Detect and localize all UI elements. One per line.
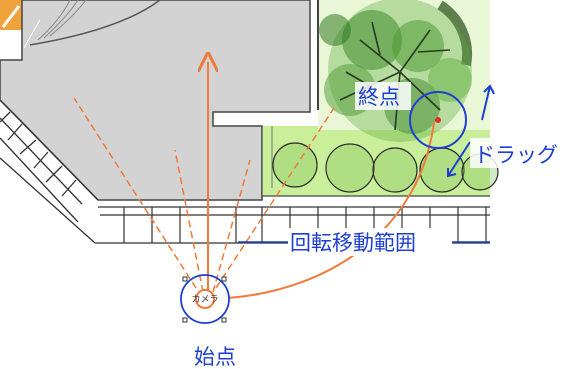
drag-label: ドラッグ [474, 143, 558, 167]
view-cone-lines [73, 97, 335, 293]
corner-badge [0, 0, 22, 30]
paved-terrace [0, 0, 311, 201]
camera-marker[interactable]: カメラ [180, 274, 230, 324]
labels: 終点 ドラッグ 回転移動範囲 始点 [194, 82, 580, 369]
end-point-marker[interactable] [409, 91, 467, 149]
start-point-label: 始点 [194, 345, 236, 369]
stepped-edge [0, 99, 99, 244]
end-point-label: 終点 [358, 85, 400, 109]
camera-label: カメラ [191, 294, 218, 305]
drag-arrows [447, 84, 495, 178]
rotation-range-label: 回転移動範囲 [290, 231, 416, 255]
